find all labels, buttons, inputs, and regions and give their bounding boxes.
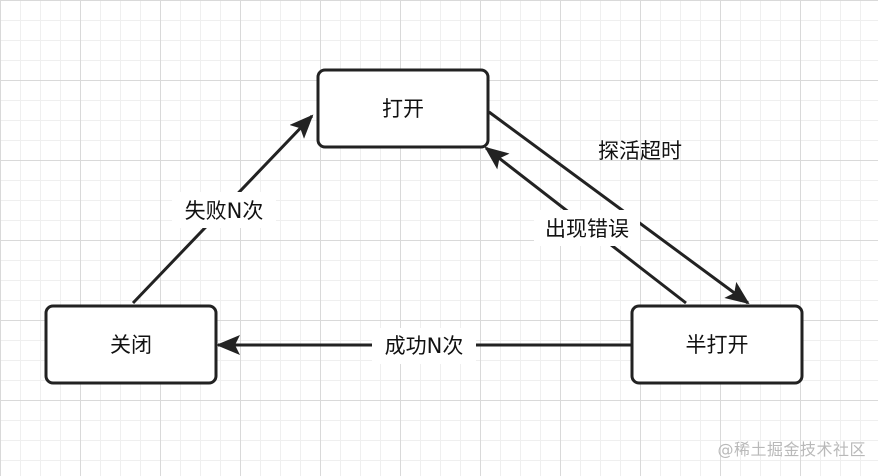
node-half-open: 半打开 [630,304,804,385]
node-open-label: 打开 [382,97,424,121]
node-closed: 关闭 [44,304,218,385]
edge-open-to-half-open [488,110,750,305]
node-closed-label: 关闭 [110,333,152,357]
watermark: @稀土掘金技术社区 [717,440,866,459]
node-open: 打开 [316,68,490,149]
label-group-half-open-to-closed: 成功N次 [372,328,476,364]
edge-label-closed-to-open: 失败N次 [185,199,264,223]
node-half-open-label: 半打开 [686,333,749,357]
label-group-open-to-half-open: 探活超时 [598,139,682,163]
edge-label-half-open-to-open: 出现错误 [545,217,629,241]
label-group-closed-to-open: 失败N次 [172,192,276,228]
edge-line-open-to-half-open [488,110,750,305]
label-group-half-open-to-open: 出现错误 [534,210,640,246]
edge-label-half-open-to-closed: 成功N次 [385,334,464,358]
edge-label-open-to-half-open: 探活超时 [598,139,682,163]
